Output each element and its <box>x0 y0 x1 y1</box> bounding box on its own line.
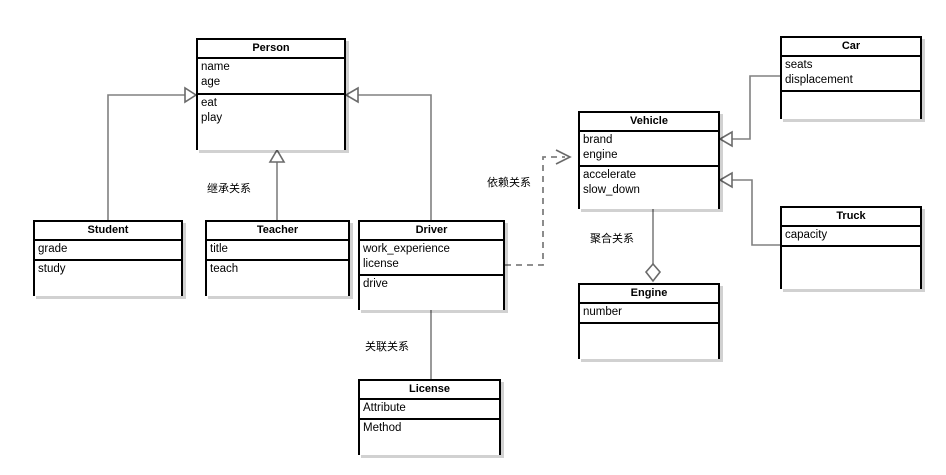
method-row: accelerate <box>583 169 637 181</box>
class-attributes: work_experience license <box>360 241 503 276</box>
hollow-triangle-icon <box>718 171 733 189</box>
class-title: Vehicle <box>580 113 718 132</box>
edge-vehicle-engine[interactable] <box>644 209 662 283</box>
class-title: Engine <box>580 285 718 304</box>
attribute-row: displacement <box>785 74 853 86</box>
class-title: Person <box>198 40 344 59</box>
hollow-diamond-icon <box>644 262 662 283</box>
edge-teacher-person[interactable] <box>268 148 286 220</box>
class-box-license[interactable]: License Attribute Method <box>358 379 501 455</box>
attribute-row: capacity <box>785 229 828 241</box>
attribute-row: work_experience <box>363 243 450 255</box>
class-methods <box>580 324 718 359</box>
class-title: Student <box>35 222 181 241</box>
class-methods: drive <box>360 276 503 310</box>
class-box-engine[interactable]: Engine number <box>578 283 720 359</box>
class-box-person[interactable]: Person name age eat play <box>196 38 346 150</box>
relationship-label-association: 关联关系 <box>365 340 409 353</box>
class-box-teacher[interactable]: Teacher title teach <box>205 220 350 296</box>
class-box-truck[interactable]: Truck capacity <box>780 206 922 289</box>
class-title: Car <box>782 38 920 57</box>
attribute-row: engine <box>583 149 618 161</box>
class-methods: eat play <box>198 95 344 150</box>
hollow-triangle-icon <box>718 130 733 148</box>
class-box-driver[interactable]: Driver work_experience license drive <box>358 220 505 310</box>
hollow-triangle-icon <box>184 86 198 104</box>
class-title: Truck <box>782 208 920 227</box>
attribute-row: brand <box>583 134 613 146</box>
class-box-student[interactable]: Student grade study <box>33 220 183 296</box>
method-row: teach <box>210 263 239 275</box>
method-row: Method <box>363 422 402 434</box>
class-box-car[interactable]: Car seats displacement <box>780 36 922 119</box>
method-row: eat <box>201 97 217 109</box>
edge-driver-vehicle[interactable] <box>505 149 572 266</box>
method-row: slow_down <box>583 184 640 196</box>
hollow-triangle-icon <box>268 148 286 163</box>
attribute-row: grade <box>38 243 68 255</box>
edge-student-person[interactable] <box>107 86 198 220</box>
hollow-triangle-icon <box>344 86 359 104</box>
class-title: License <box>360 381 499 400</box>
class-methods <box>782 92 920 119</box>
method-row: study <box>38 263 66 275</box>
method-row: play <box>201 112 223 124</box>
class-attributes: capacity <box>782 227 920 247</box>
class-methods: teach <box>207 261 348 296</box>
open-arrow-icon <box>555 149 572 165</box>
class-title: Driver <box>360 222 503 241</box>
relationship-label-dependency: 依赖关系 <box>487 176 531 189</box>
class-methods: Method <box>360 420 499 455</box>
class-attributes: name age <box>198 59 344 95</box>
class-attributes: grade <box>35 241 181 261</box>
class-methods: study <box>35 261 181 296</box>
class-methods <box>782 247 920 289</box>
edge-truck-vehicle[interactable] <box>718 171 780 246</box>
relationship-label-inheritance: 继承关系 <box>207 182 251 195</box>
edge-driver-person[interactable] <box>344 86 432 220</box>
class-title: Teacher <box>207 222 348 241</box>
attribute-row: name <box>201 61 230 73</box>
attribute-row: license <box>363 258 399 270</box>
class-attributes: seats displacement <box>782 57 920 92</box>
attribute-row: age <box>201 76 221 88</box>
attribute-row: number <box>583 306 622 318</box>
class-attributes: number <box>580 304 718 324</box>
class-methods: accelerate slow_down <box>580 167 718 209</box>
attribute-row: Attribute <box>363 402 406 414</box>
class-box-vehicle[interactable]: Vehicle brand engine accelerate slow_dow… <box>578 111 720 209</box>
relationship-label-aggregation: 聚合关系 <box>590 232 634 245</box>
class-attributes: title <box>207 241 348 261</box>
attribute-row: title <box>210 243 228 255</box>
attribute-row: seats <box>785 59 813 71</box>
method-row: drive <box>363 278 388 290</box>
edge-car-vehicle[interactable] <box>718 75 780 148</box>
class-attributes: Attribute <box>360 400 499 420</box>
class-attributes: brand engine <box>580 132 718 167</box>
